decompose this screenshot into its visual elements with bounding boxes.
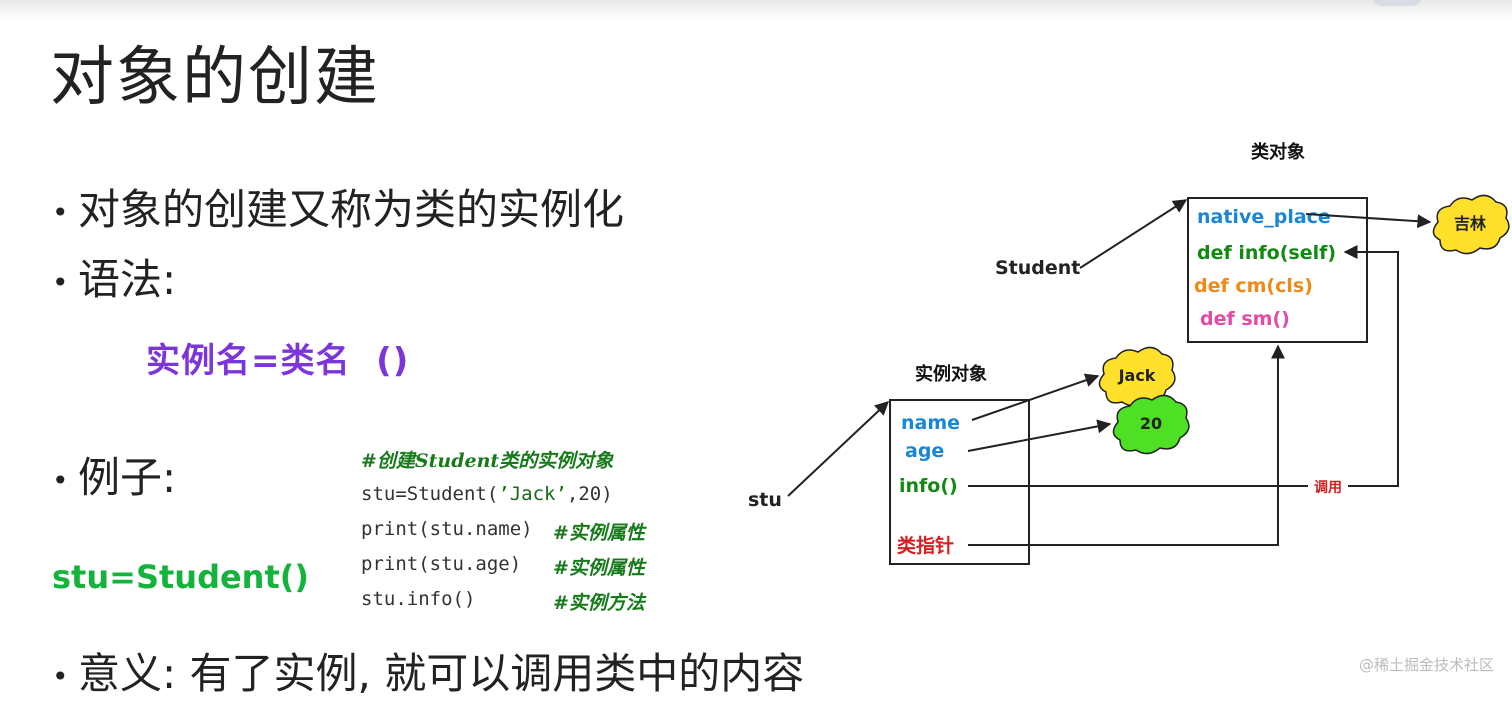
call-label-bg <box>1308 477 1348 497</box>
value-age: 20 <box>1140 414 1162 433</box>
class-variable-label: Student <box>995 257 1080 279</box>
class-member-cm: def cm(cls) <box>1194 275 1313 297</box>
call-label: 调用 <box>1314 480 1342 496</box>
instance-object-title: 实例对象 <box>915 363 987 385</box>
bullet-dot: • <box>52 464 69 497</box>
call-arrow <box>968 245 1399 487</box>
native-place-arrow <box>1305 213 1432 229</box>
value-jack: Jack <box>1118 366 1156 385</box>
class-object-box <box>1187 197 1368 343</box>
bullet-text: 例子: <box>78 453 177 502</box>
bullet-meaning: • 意义: 有了实例, 就可以调用类中的内容 <box>52 640 804 701</box>
instance-member-info: info() <box>899 475 958 497</box>
class-member-info: def info(self) <box>1197 242 1336 264</box>
code-text: print(stu.age) <box>361 553 522 575</box>
bullet-dot: • <box>52 266 69 299</box>
instance-member-age: age <box>905 440 944 462</box>
value-cloud-place <box>1432 194 1510 255</box>
stu-arrow <box>787 401 890 497</box>
value-place: 吉林 <box>1454 214 1486 233</box>
bullet-dot: • <box>52 196 69 229</box>
bullet-instantiation: • 对象的创建又称为类的实例化 <box>52 176 624 237</box>
bullet-text: 对象的创建又称为类的实例化 <box>78 185 625 234</box>
class-object-title: 类对象 <box>1251 141 1305 163</box>
class-member-sm: def sm() <box>1200 308 1290 330</box>
code-string: ’Jack’ <box>498 483 567 505</box>
value-cloud-jack <box>1098 346 1176 407</box>
example-call: stu=Student() <box>52 558 309 596</box>
code-text: stu=Student( <box>361 483 499 505</box>
age-arrow <box>967 419 1112 452</box>
student-arrow <box>1079 199 1188 269</box>
code-text: print(stu.name) <box>361 518 533 540</box>
instance-object-box <box>889 399 1030 565</box>
code-line-3: print(stu.age) <box>361 553 521 575</box>
code-text: stu.info() <box>361 588 476 610</box>
watermark: @稀土掘金技术社区 <box>1358 656 1494 674</box>
slide-title: 对象的创建 <box>50 41 380 115</box>
bullet-dot: • <box>52 660 69 693</box>
bullet-syntax: • 语法: <box>52 246 176 307</box>
code-line-4: stu.info() <box>361 588 475 610</box>
instance-member-class-pointer: 类指针 <box>897 534 954 557</box>
bullet-text: 意义: 有了实例, 就可以调用类中的内容 <box>78 649 805 698</box>
corner-widget <box>1372 0 1422 6</box>
class-member-native-place: native_place <box>1197 206 1331 228</box>
code-line-2: print(stu.name) <box>361 518 533 540</box>
instance-variable-label: stu <box>748 489 782 511</box>
instance-member-name: name <box>901 412 960 434</box>
value-cloud-age <box>1112 394 1190 455</box>
code-comment-attr: #实例属性 <box>553 557 645 579</box>
code-comment-attr: #实例属性 <box>553 522 645 544</box>
bullet-example: • 例子: <box>52 444 176 505</box>
class-pointer-arrow <box>968 344 1285 546</box>
code-comment: #创建Student类的实例对象 <box>361 450 614 472</box>
syntax-expression: 实例名=类名 () <box>146 341 410 381</box>
code-line-1: stu=Student(’Jack’,20) <box>361 483 613 505</box>
code-text: ,20) <box>566 483 613 505</box>
bullet-text: 语法: <box>78 255 177 304</box>
code-comment-method: #实例方法 <box>553 592 645 614</box>
name-arrow <box>971 373 1100 421</box>
top-shade <box>0 0 1512 20</box>
